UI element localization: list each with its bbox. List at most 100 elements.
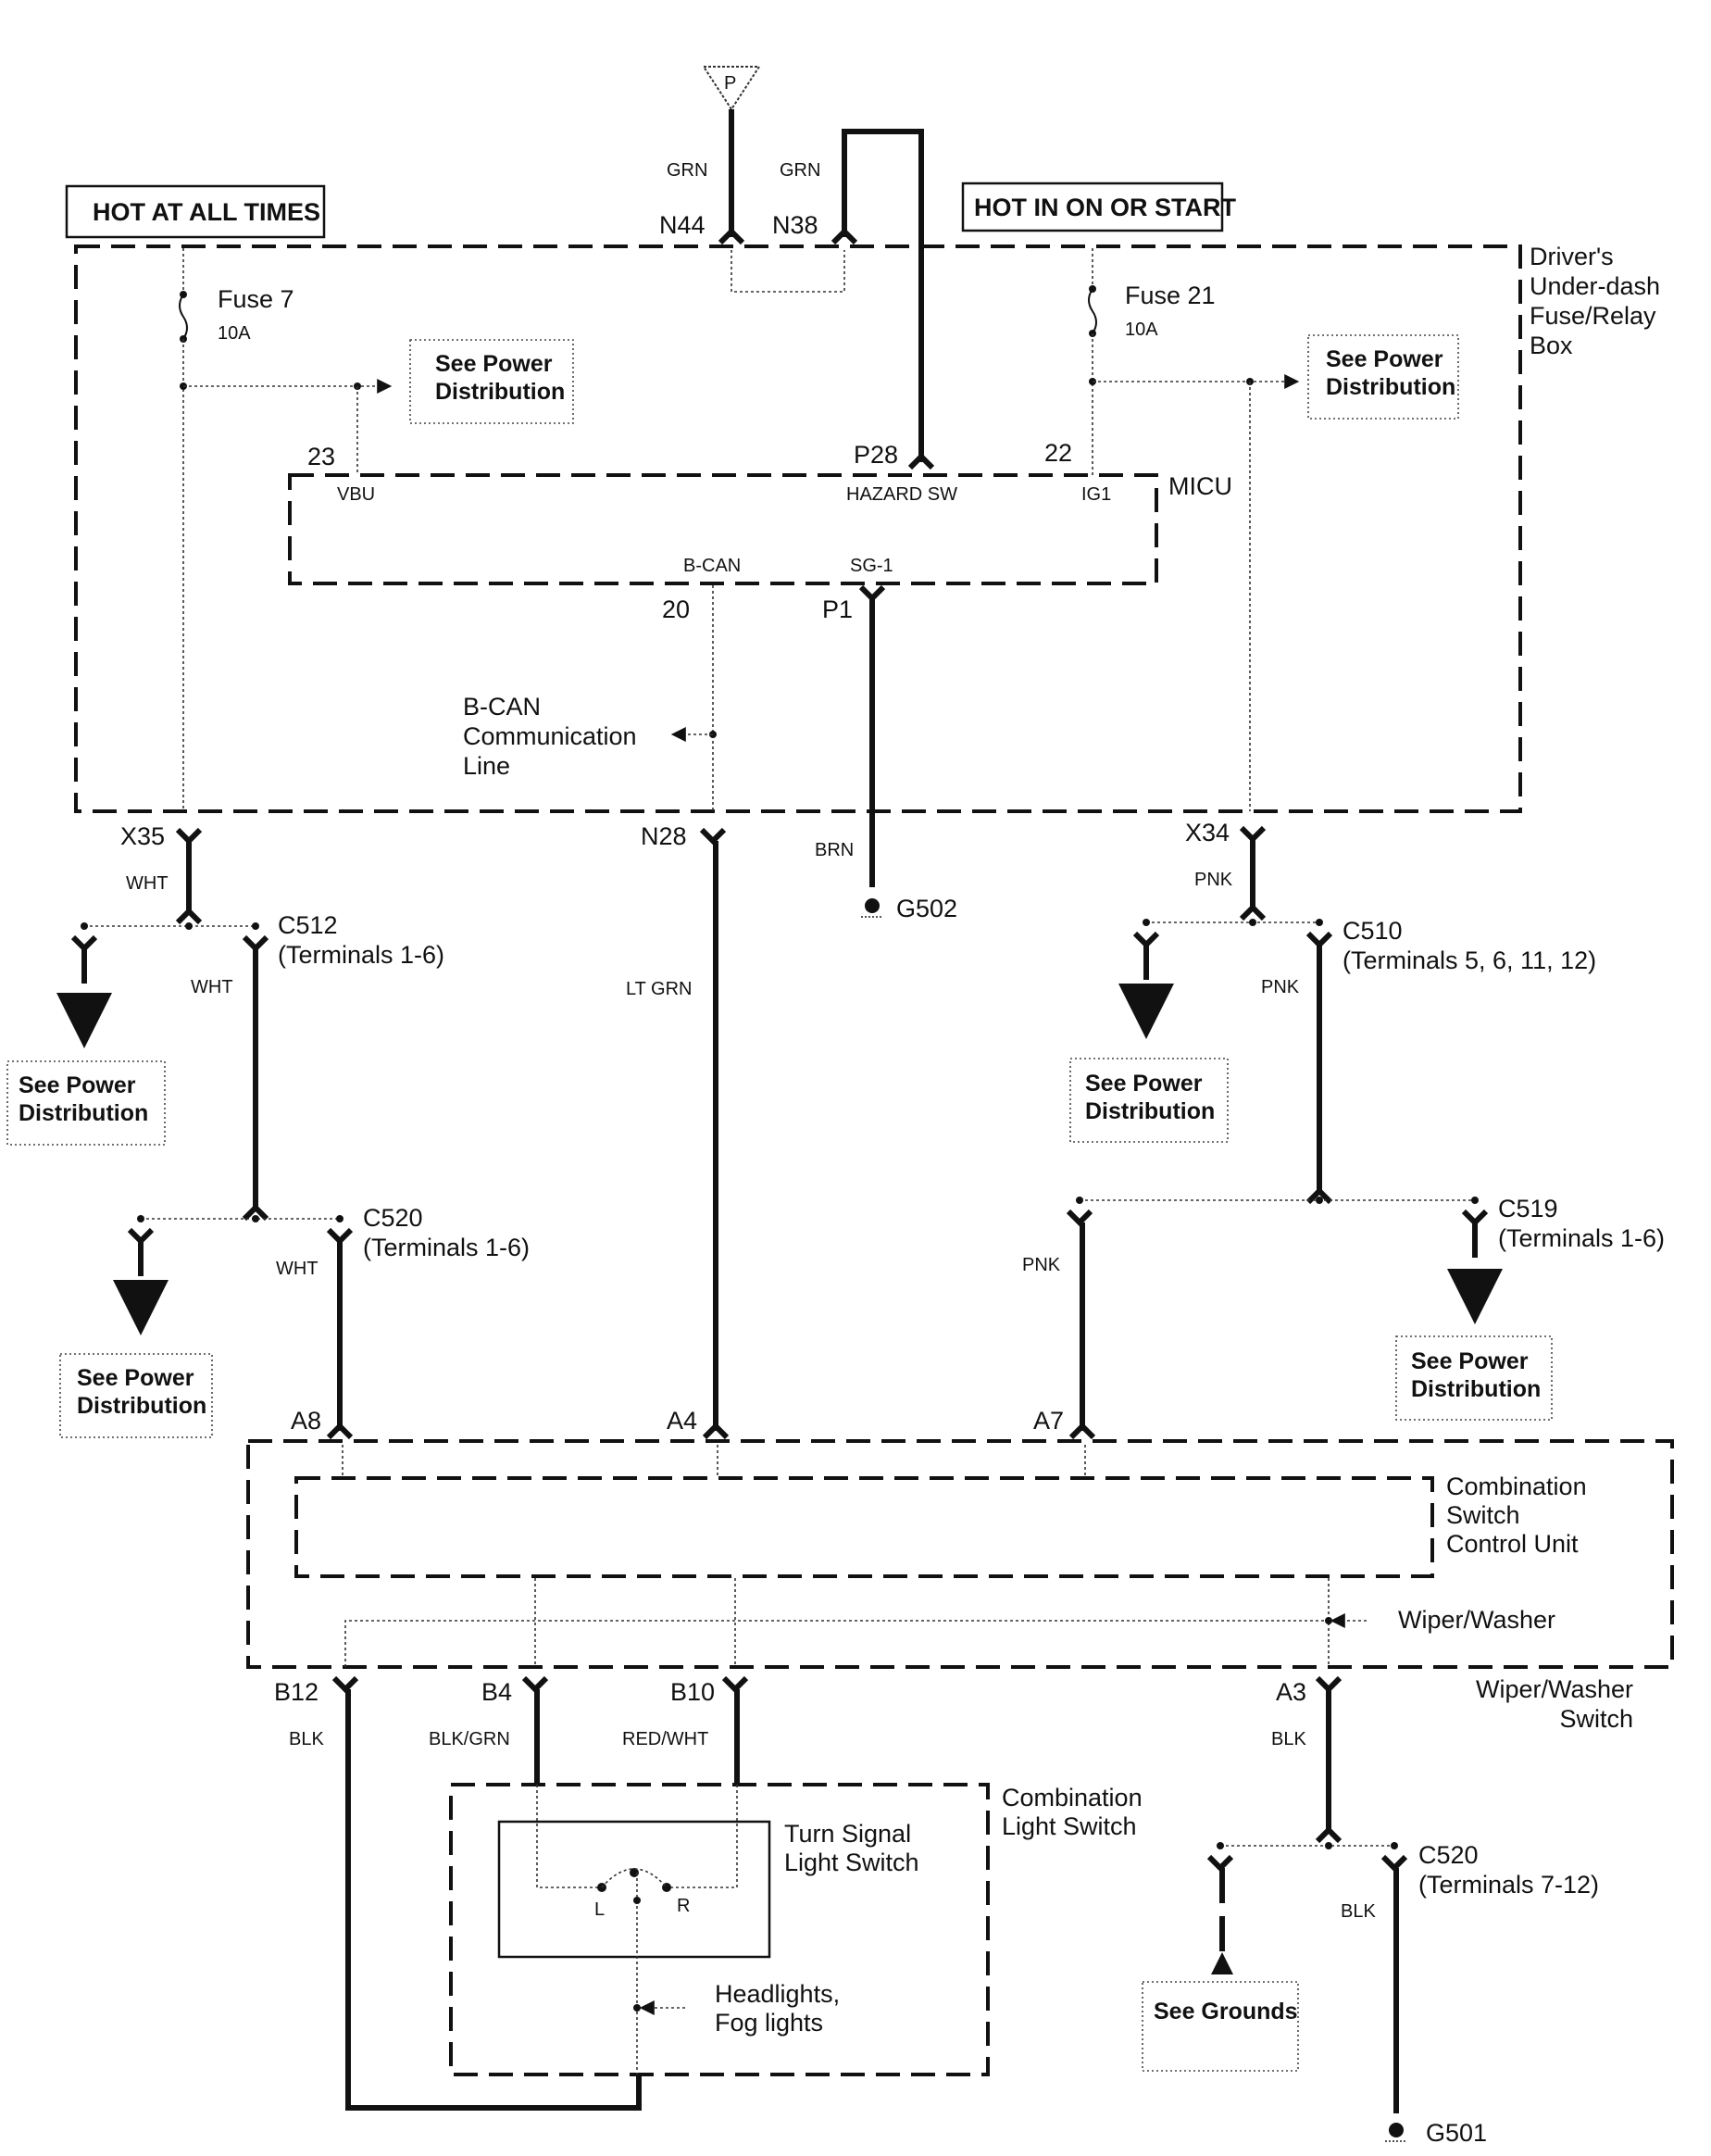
fuse-21-icon [1088, 288, 1097, 334]
micu-pin-sg1: SG-1 [850, 556, 893, 576]
combination-switch-control-unit-outline [294, 1476, 1434, 1578]
connector-n38-icon [831, 227, 858, 245]
see-power-distribution-ref-6[interactable]: See Power Distribution [1395, 1335, 1553, 1421]
fuse-7-label: Fuse 7 [218, 285, 294, 313]
micu-pin-vbu: VBU [337, 484, 375, 505]
fuse-box-name-line: Driver's [1530, 243, 1614, 270]
pin-a7: A7 [1033, 1407, 1064, 1435]
bcan-communication-label: B-CAN Communication Line [463, 693, 637, 780]
fuse-box-name-line: Box [1530, 332, 1573, 359]
ground-g502-icon [861, 898, 883, 918]
wws-line: Wiper/Washer [1476, 1675, 1633, 1703]
cscu-line: Switch [1446, 1501, 1520, 1529]
ref-line: Distribution [77, 1393, 206, 1419]
see-grounds-arrow-icon [1211, 1952, 1233, 1974]
see-power-distribution-ref-4[interactable]: See Power Distribution [59, 1353, 213, 1438]
ref-line: Distribution [1326, 374, 1455, 400]
wire-color-c520a: WHT [276, 1259, 318, 1279]
connector-p28-icon [907, 452, 935, 470]
see-power-distribution-ref-5[interactable]: See Power Distribution [1069, 1058, 1229, 1143]
wiper-washer-switch-label: Wiper/Washer Switch [1476, 1675, 1633, 1733]
ref-line: Distribution [435, 379, 565, 405]
wire-color-b4: BLK/GRN [429, 1729, 510, 1749]
pin-a4: A4 [667, 1407, 697, 1435]
combination-light-switch-outline [449, 1783, 990, 2076]
pin-a3: A3 [1276, 1678, 1306, 1706]
connector-p1: P1 [822, 595, 853, 623]
see-power-distribution-ref-1[interactable]: See Power Distribution [409, 339, 574, 424]
wire-color-a3: BLK [1271, 1729, 1306, 1749]
splice-c520a-terminals: (Terminals 1-6) [363, 1234, 530, 1261]
turn-signal-switch-outline [497, 1820, 771, 1959]
splice-c520a-label: C520 [363, 1204, 423, 1232]
micu-pin-hazard-sw: HAZARD SW [846, 484, 957, 505]
wiper-washer-label: Wiper/Washer [1398, 1606, 1555, 1634]
cls-line: Combination [1002, 1784, 1143, 1811]
wire-color-x35: WHT [126, 873, 169, 894]
wire-color-c512: WHT [191, 977, 233, 997]
splice-c519-label: C519 [1498, 1195, 1558, 1222]
tss-line: Turn Signal [784, 1820, 911, 1848]
fuse-21-label: Fuse 21 [1125, 282, 1216, 309]
terminal-23: 23 [307, 443, 335, 470]
power-source-label: P [724, 73, 736, 94]
hot-in-on-or-start-label: HOT IN ON OR START [974, 194, 1236, 221]
cls-line: Light Switch [1002, 1812, 1137, 1840]
wire-b12-blk [345, 1689, 642, 2111]
bcan-line-text: Line [463, 752, 510, 780]
splice-c510-terminals: (Terminals 5, 6, 11, 12) [1343, 946, 1596, 974]
n44-n38-internal-link [731, 250, 845, 293]
ground-g502-label: G502 [896, 895, 957, 922]
ref-line: See Power [1411, 1348, 1529, 1374]
hot-in-on-or-start-box: HOT IN ON OR START [961, 182, 1236, 232]
wire-n38-p28 [842, 129, 924, 462]
fuse-7-icon [179, 294, 188, 340]
wire-color-c519: PNK [1022, 1255, 1061, 1275]
turn-signal-contact-arc [601, 1868, 668, 1888]
splice-c519-terminals: (Terminals 1-6) [1498, 1224, 1665, 1252]
wws-line: Switch [1559, 1705, 1633, 1733]
connector-x34: X34 [1185, 819, 1230, 846]
hl-line: Fog lights [715, 2009, 823, 2037]
pin-b4: B4 [481, 1678, 512, 1706]
fuse-box-name-line: Under-dash [1530, 272, 1660, 300]
wire-color-c520b: BLK [1341, 1901, 1376, 1922]
ref-line: Distribution [19, 1100, 148, 1126]
wire-color-n28: LT GRN [626, 979, 693, 999]
bcan-line-text: Communication [463, 722, 637, 750]
ref-line: See Power [77, 1365, 194, 1391]
pin-a8: A8 [291, 1407, 321, 1435]
splice-c520b-label: C520 [1418, 1841, 1479, 1869]
combination-switch-control-unit-label: Combination Switch Control Unit [1446, 1473, 1587, 1558]
combination-light-switch-label: Combination Light Switch [1002, 1784, 1143, 1840]
splice-c510-label: C510 [1343, 917, 1403, 945]
cscu-line: Control Unit [1446, 1530, 1579, 1558]
power-source-icon: P [702, 66, 761, 111]
tss-line: Light Switch [784, 1849, 919, 1876]
see-power-distribution-ref-2[interactable]: See Power Distribution [1307, 334, 1459, 420]
wire-color-n38: GRN [780, 160, 820, 181]
hot-at-all-times-box: HOT AT ALL TIMES [65, 184, 326, 239]
ground-g501-icon [1385, 2123, 1407, 2142]
terminal-20: 20 [662, 595, 690, 623]
wire-color-c510: PNK [1261, 977, 1300, 997]
splice-c512-terminals: (Terminals 1-6) [278, 941, 444, 969]
connector-n44-icon [718, 227, 745, 245]
connector-n44: N44 [659, 211, 706, 239]
hl-line: Headlights, [715, 1980, 840, 2008]
fuse-relay-box-label: Driver's Under-dash Fuse/Relay Box [1530, 243, 1660, 359]
ref-line: Distribution [1411, 1376, 1541, 1402]
micu-pin-bcan: B-CAN [683, 556, 741, 576]
see-grounds-ref[interactable]: See Grounds [1142, 1981, 1299, 2072]
cscu-line: Combination [1446, 1473, 1587, 1500]
connector-n28: N28 [641, 822, 687, 850]
ref-line: See Power [1326, 346, 1443, 372]
ref-line: Distribution [1085, 1098, 1215, 1124]
see-power-distribution-ref-3[interactable]: See Power Distribution [6, 1060, 166, 1146]
see-grounds-label: See Grounds [1154, 1999, 1298, 2024]
pin-b12: B12 [274, 1678, 318, 1706]
wire-color-b10: RED/WHT [622, 1729, 708, 1749]
turn-signal-left: L [594, 1899, 605, 1920]
bcan-line-text: B-CAN [463, 693, 541, 721]
